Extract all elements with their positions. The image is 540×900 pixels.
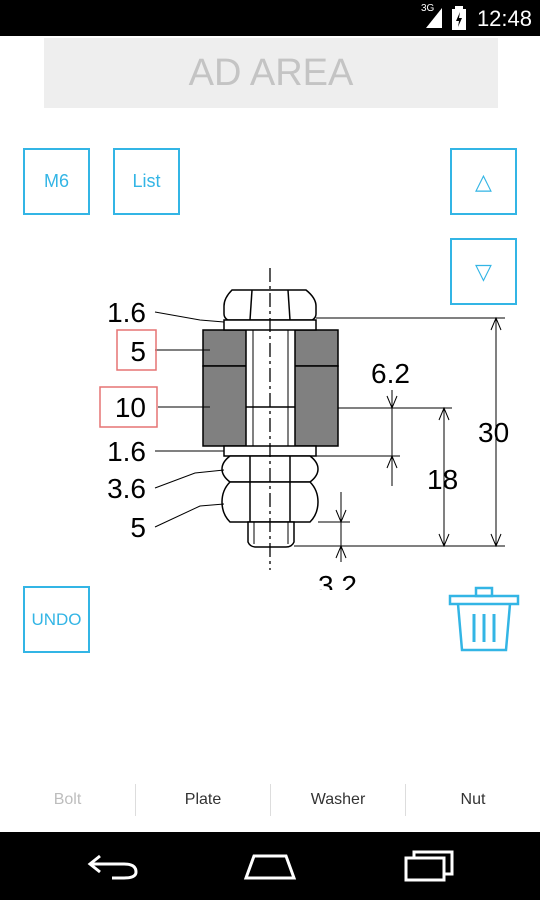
tab-divider [270,784,271,816]
plate-top-thickness-label: 5 [130,336,146,367]
size-button[interactable]: M6 [23,148,90,215]
nut-thickness-label: 5 [130,512,146,543]
component-tabs: Bolt Plate Washer Nut [0,778,540,822]
down-button[interactable]: ▽ [450,238,517,305]
battery-icon [452,6,466,30]
total-length-label: 30 [478,417,509,448]
home-icon[interactable] [242,850,298,882]
list-button[interactable]: List [113,148,180,215]
washer-bottom-thickness-label: 1.6 [107,436,146,467]
tab-divider [405,784,406,816]
tab-bolt[interactable]: Bolt [53,791,82,808]
network-type: 3G [421,3,435,14]
recent-apps-icon[interactable] [402,848,458,884]
thread-length-label: 6.2 [371,358,410,389]
signal-icon [426,8,442,28]
list-button-label: List [132,171,161,191]
status-bar: 3G 12:48 [0,0,540,36]
ad-banner[interactable]: AD AREA [44,38,498,108]
trash-icon[interactable] [448,586,520,654]
grip-length-label: 18 [427,464,458,495]
tab-divider [135,784,136,816]
navigation-bar [0,832,540,900]
up-button[interactable]: △ [450,148,517,215]
up-triangle-icon: △ [475,168,492,194]
bolt-assembly-drawing: 1.6 5 10 1.6 3.6 5 30 18 6.2 3.2 [99,268,509,590]
undo-button-label: UNDO [31,609,82,629]
plate-top-box [116,329,157,371]
down-triangle-icon: ▽ [475,258,492,284]
plate-bottom-thickness-label: 10 [115,392,146,423]
tab-plate[interactable]: Plate [184,791,222,808]
back-icon[interactable] [86,850,140,882]
ad-label: AD AREA [188,52,354,94]
tab-washer[interactable]: Washer [310,791,366,808]
size-button-label: M6 [43,171,69,191]
washer-top-thickness-label: 1.6 [107,297,146,328]
bolt-end [247,521,295,548]
tab-nut[interactable]: Nut [460,791,486,808]
undo-button[interactable]: UNDO [23,586,90,653]
jam-nut-thickness-label: 3.6 [107,473,146,504]
status-time: 12:48 [476,6,532,31]
protrusion-label: 3.2 [318,570,357,590]
plate-bottom-box [99,386,158,428]
